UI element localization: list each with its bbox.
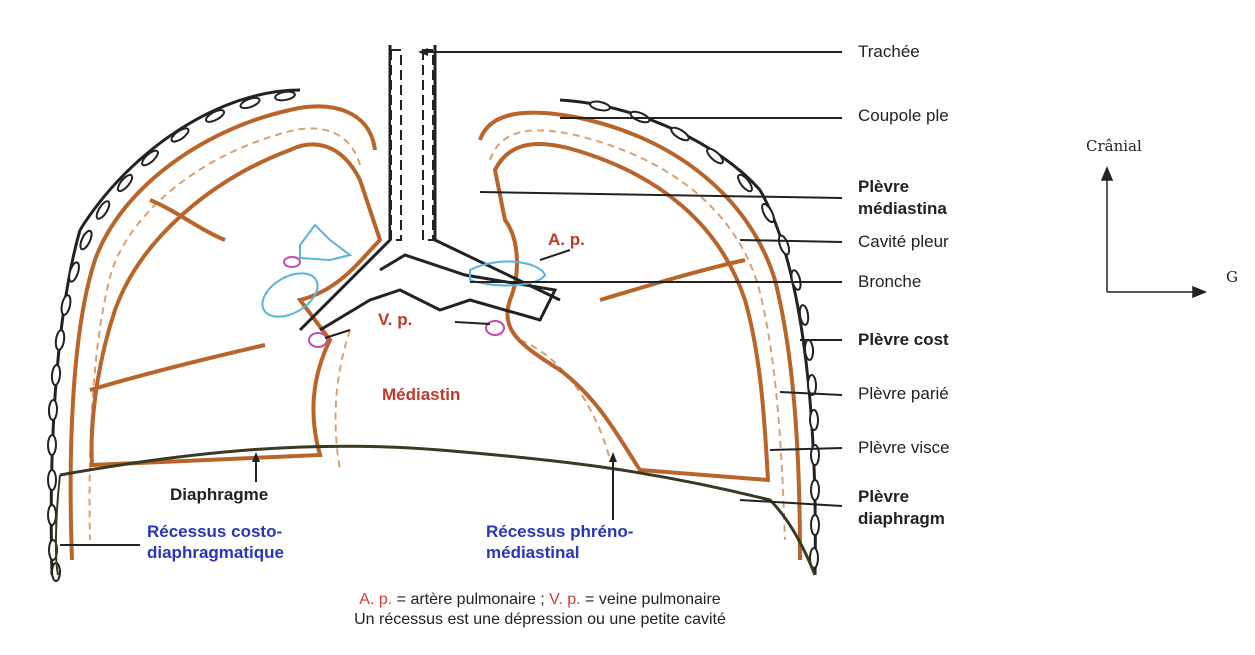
label-plevre-parietale: Plèvre parié: [858, 384, 1000, 404]
label-coupole-pleurale: Coupole ple: [858, 106, 1000, 126]
label-veine-pulmonaire: V. p.: [378, 310, 412, 330]
legend-vp-def: = veine pulmonaire: [581, 591, 721, 608]
label-plevre-mediastinale-line1: Plèvre: [858, 177, 909, 197]
legend-ap-def: = artère pulmonaire ;: [392, 591, 549, 608]
thoracic-wall-right: [560, 100, 815, 575]
legend-ap-abbr: A. p.: [359, 591, 392, 608]
label-bronche: Bronche: [858, 272, 921, 292]
legend-recessus-definition: Un récessus est une dépression ou une pe…: [90, 611, 990, 629]
legend-vp-abbr: V. p.: [549, 591, 580, 608]
label-recessus-costo-line1: Récessus costo-: [147, 522, 282, 542]
diaphragm-left-end: [56, 475, 60, 575]
axis-label-cranial: Crânial: [1086, 137, 1142, 155]
label-recessus-phreno-line1: Récessus phréno-: [486, 522, 633, 542]
label-plevre-mediastinale-line2: médiastina: [858, 199, 1000, 219]
label-recessus-phreno-line2: médiastinal: [486, 543, 580, 563]
orientation-axes: [1102, 168, 1205, 297]
axis-label-gauche: G: [1226, 268, 1238, 286]
label-cavite-pleurale: Cavité pleur: [858, 232, 1000, 252]
label-recessus-costo-line2: diaphragmatique: [147, 543, 284, 563]
label-mediastin: Médiastin: [382, 385, 460, 405]
leader-lines: [60, 52, 842, 545]
label-plevre-diaphragmatique-line2: diaphragm: [858, 509, 1000, 529]
label-plevre-costale: Plèvre cost: [858, 330, 1000, 350]
legend-abbreviations: A. p. = artère pulmonaire ; V. p. = vein…: [90, 591, 990, 609]
label-plevre-diaphragmatique-line1: Plèvre: [858, 487, 909, 507]
label-artere-pulmonaire: A. p.: [548, 230, 585, 250]
label-plevre-viscerale: Plèvre visce: [858, 438, 1000, 458]
pleura-dashed: [90, 128, 785, 540]
label-diaphragme: Diaphragme: [170, 485, 268, 505]
label-trachee: Trachée: [858, 42, 920, 62]
trachea-rings: [391, 50, 433, 240]
